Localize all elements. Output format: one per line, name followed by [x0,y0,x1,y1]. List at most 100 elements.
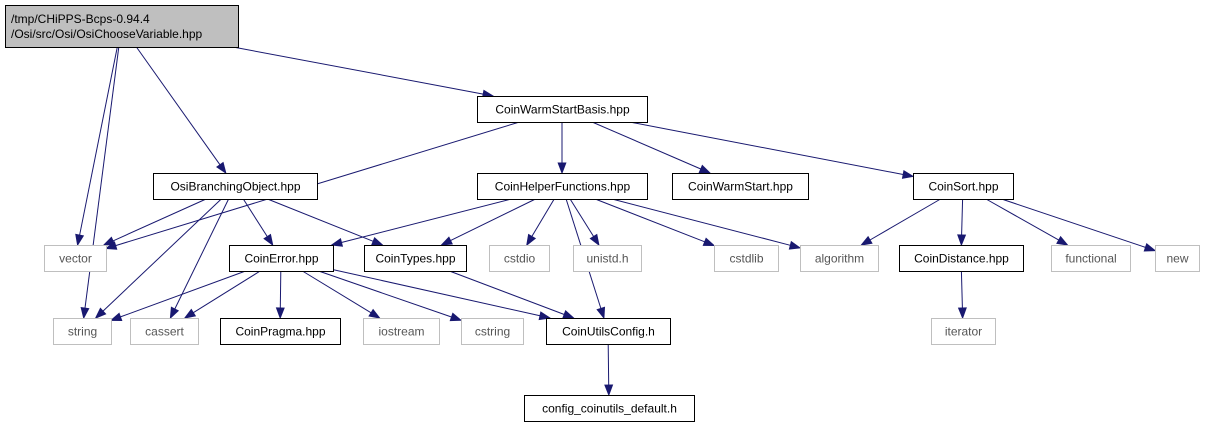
node-algorithm: algorithm [800,245,879,272]
node-box [477,173,648,200]
edge-arrowhead [604,384,614,397]
node-functional: functional [1051,245,1131,272]
edge-root-to-cwsb [232,46,495,99]
edge-line [267,198,374,242]
node-box [1155,245,1200,272]
edge-line [591,121,701,170]
edge-arrowhead [263,233,274,247]
edge-line [174,198,230,310]
edge-arrowhead [216,161,227,175]
node-obo[interactable]: OsiBranchingObject.hpp [153,173,318,200]
node-cws[interactable]: CoinWarmStart.hpp [672,173,809,200]
edge-chf-to-ctypes [440,198,536,246]
node-box [53,318,112,345]
node-chf[interactable]: CoinHelperFunctions.hpp [477,173,648,200]
edge-line [302,270,372,314]
edge-arrowhead [275,307,285,320]
node-label: /tmp/CHiPPS-Bcps-0.94.4 [11,12,150,26]
node-cstdio: cstdio [489,245,550,272]
edge-chf-to-algorithm [611,198,802,250]
node-csort[interactable]: CoinSort.hpp [913,173,1014,200]
edge-arrowhead [526,233,537,247]
node-cwsb[interactable]: CoinWarmStartBasis.hpp [477,96,648,123]
edge-arrowhead [557,162,567,175]
node-root[interactable]: /tmp/CHiPPS-Bcps-0.94.4/Osi/src/Osi/OsiC… [5,5,239,48]
node-box [524,395,695,422]
edge-line [960,270,963,309]
edge-arrowhead [589,233,600,247]
edge-arrowhead [562,310,575,319]
node-box [363,318,440,345]
edge-cerr-to-iostream [302,270,381,319]
node-label: CoinTypes.hpp [375,252,455,266]
edge-ctypes-to-cuc [449,270,575,319]
node-cpragma[interactable]: CoinPragma.hpp [220,318,341,345]
edge-line [242,198,268,237]
edge-csort-to-new [1001,198,1157,252]
node-box [5,5,239,48]
node-cdist[interactable]: CoinDistance.hpp [899,245,1024,272]
file-nodes: /tmp/CHiPPS-Bcps-0.94.4/Osi/src/Osi/OsiC… [5,5,1200,422]
edge-line [450,198,536,242]
edge-arrowhead [183,308,197,319]
edge-root-to-vector [75,46,118,247]
edge-cwsb-to-csort [629,121,915,179]
edge-cerr-to-cpragma [275,270,285,320]
edge-chf-to-cstdio [526,198,555,247]
node-box [461,318,524,345]
edge-arrowhead [1056,235,1069,246]
node-box [229,245,334,272]
edge-arrowhead [102,236,116,246]
edge-cdist-to-iterator [957,270,967,320]
node-label: cstring [475,325,510,339]
edge-line [629,121,904,175]
edge-line [607,343,610,386]
edge-line [531,198,555,237]
node-box [546,318,671,345]
node-box [672,173,809,200]
edge-line [569,198,595,237]
edge-chf-to-cstdlib [595,198,716,247]
edge-line [985,198,1060,241]
edge-cwsb-to-chf [557,122,567,175]
edge-arrowhead [957,307,967,320]
edge-arrowhead [80,307,90,320]
node-label: CoinPragma.hpp [235,325,325,339]
edge-arrowhead [75,233,85,247]
node-iostream: iostream [363,318,440,345]
edge-arrowhead [538,311,552,321]
node-box [931,318,996,345]
node-ccd[interactable]: config_coinutils_default.h [524,395,695,422]
edge-obo-to-vector [102,198,207,246]
edge-root-to-string [80,46,120,320]
edge-line [1001,198,1146,248]
edge-arrowhead [371,236,384,246]
edge-cwsb-to-cws [591,121,712,174]
node-label: CoinWarmStart.hpp [688,180,793,194]
node-ctypes[interactable]: CoinTypes.hpp [364,245,467,272]
node-box [44,245,107,272]
node-label: cstdio [504,252,536,266]
edge-arrowhead [596,306,606,320]
node-label: CoinWarmStartBasis.hpp [495,103,630,117]
node-box [477,96,648,123]
node-label: config_coinutils_default.h [542,402,677,416]
node-box [1051,245,1131,272]
edge-line [341,198,512,243]
node-label: new [1166,252,1188,266]
edge-line [193,270,261,314]
edge-arrowhead [1143,242,1157,252]
edge-arrowhead [94,307,107,319]
node-box [220,318,341,345]
node-cuc[interactable]: CoinUtilsConfig.h [546,318,671,345]
edge-line [449,270,565,315]
node-cerr[interactable]: CoinError.hpp [229,245,334,272]
edge-csort-to-cdist [957,198,967,247]
edge-chf-to-cerr [330,198,512,247]
node-box [489,245,550,272]
edge-arrowhead [702,237,716,247]
node-cstdlib: cstdlib [714,245,779,272]
edge-cerr-to-string [109,270,246,322]
edge-line [611,198,791,246]
